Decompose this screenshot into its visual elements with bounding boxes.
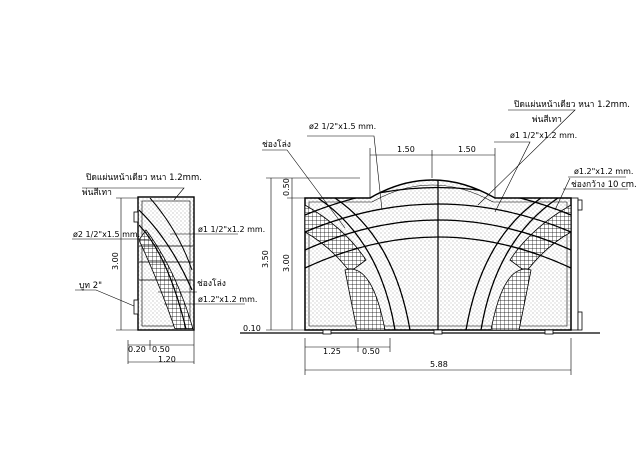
side-dimension-lines bbox=[116, 197, 195, 364]
front-leader-lines bbox=[262, 109, 628, 229]
front-dim-arch: 0.50 bbox=[282, 178, 291, 196]
roller-right bbox=[544, 329, 554, 335]
front-grille-pattern bbox=[305, 180, 571, 330]
side-label-pipe-frame: ø1 1/2"x1.2 mm. bbox=[198, 225, 265, 234]
front-label-spacing: ช่องกว้าง 10 cm. bbox=[571, 179, 637, 190]
side-dim-total: 1.20 bbox=[158, 355, 176, 364]
front-label-pipe-large: ø2 1/2"x1.5 mm. bbox=[309, 122, 376, 131]
side-label-pipe-large: ø2 1/2"x1.5 mm. bbox=[73, 230, 140, 239]
side-label-pipe-small: ø1.2"x1.2 mm. bbox=[198, 295, 257, 304]
side-view: ปิดแผ่นหน้าเดียว หนา 1.2mm. พ่นสีเทา ø2 … bbox=[72, 172, 265, 364]
front-dim-bottom-a: 1.25 bbox=[323, 347, 341, 356]
stop-post bbox=[570, 197, 579, 331]
side-dim-height: 3.00 bbox=[111, 252, 120, 270]
front-label-grille: ช่องโล่ง bbox=[262, 139, 291, 150]
side-dim-right: 0.50 bbox=[152, 345, 170, 354]
front-label-pipe-small: ø1.2"x1.2 mm. bbox=[574, 167, 633, 176]
front-dim-total-width: 5.88 bbox=[430, 360, 448, 369]
front-label-paint: พ่นสีเทา bbox=[532, 114, 562, 125]
roller-middle bbox=[433, 329, 443, 335]
front-dim-top-left: 1.50 bbox=[397, 145, 415, 154]
front-label-panel-sheet: ปิดแผ่นหน้าเดียว หนา 1.2mm. bbox=[514, 99, 630, 110]
front-label-pipe-frame: ø1 1/2"x1.2 mm. bbox=[510, 131, 577, 140]
side-label-paint: พ่นสีเทา bbox=[82, 187, 112, 198]
front-dim-total-height: 3.50 bbox=[261, 250, 270, 268]
front-dim-base: 0.10 bbox=[243, 324, 261, 333]
roller-left bbox=[322, 329, 332, 335]
side-label-grille: ช่องโล่ง bbox=[197, 278, 226, 289]
front-dimension-lines bbox=[266, 148, 572, 375]
side-label-panel-sheet: ปิดแผ่นหน้าเดียว หนา 1.2mm. bbox=[86, 172, 202, 183]
front-view: ช่องโล่ง ø2 1/2"x1.5 mm. ปิดแผ่นหน้าเดีย… bbox=[240, 99, 637, 375]
front-dim-body-height: 3.00 bbox=[282, 254, 291, 272]
front-dim-bottom-b: 0.50 bbox=[362, 347, 380, 356]
hinge-icon bbox=[133, 299, 139, 315]
front-dim-top-right: 1.50 bbox=[458, 145, 476, 154]
side-label-hinge: บูท 2" bbox=[79, 281, 102, 291]
side-dim-left: 0.20 bbox=[128, 345, 146, 354]
